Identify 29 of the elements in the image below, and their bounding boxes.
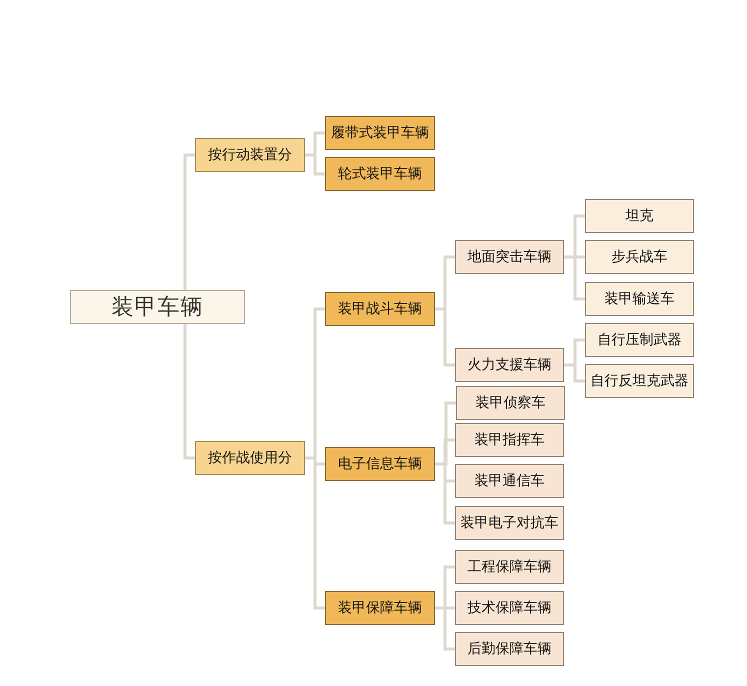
group-node: 装甲保障车辆	[325, 591, 435, 625]
group-node: 电子信息车辆	[325, 447, 435, 481]
type-node: 工程保障车辆	[455, 550, 564, 584]
group-node: 履带式装甲车辆	[325, 116, 435, 150]
connector-line	[184, 154, 195, 290]
subtype-node: 自行压制武器	[585, 323, 694, 357]
type-node: 装甲电子对抗车	[455, 506, 564, 540]
type-node: 后勤保障车辆	[455, 632, 564, 666]
category-node: 按行动装置分	[195, 138, 305, 172]
group-node: 装甲战斗车辆	[325, 292, 435, 326]
connector-line	[435, 308, 455, 366]
connector-line	[435, 606, 455, 650]
subtype-node: 步兵战车	[585, 240, 694, 274]
connector-line	[564, 256, 585, 300]
subtype-node: 坦克	[585, 199, 694, 233]
category-node: 按作战使用分	[195, 441, 305, 475]
type-node: 火力支援车辆	[455, 348, 564, 382]
root-node: 装甲车辆	[70, 290, 245, 324]
type-node: 装甲指挥车	[455, 423, 564, 457]
connector-line	[564, 364, 585, 382]
group-node: 轮式装甲车辆	[325, 157, 435, 191]
connector-line	[305, 154, 325, 176]
type-node: 装甲侦察车	[456, 386, 565, 420]
type-node: 装甲通信车	[455, 464, 564, 498]
connector-line	[184, 324, 195, 460]
type-node: 地面突击车辆	[455, 240, 564, 274]
subtype-node: 装甲输送车	[585, 282, 694, 316]
type-node: 技术保障车辆	[455, 591, 564, 625]
subtype-node: 自行反坦克武器	[585, 364, 694, 398]
